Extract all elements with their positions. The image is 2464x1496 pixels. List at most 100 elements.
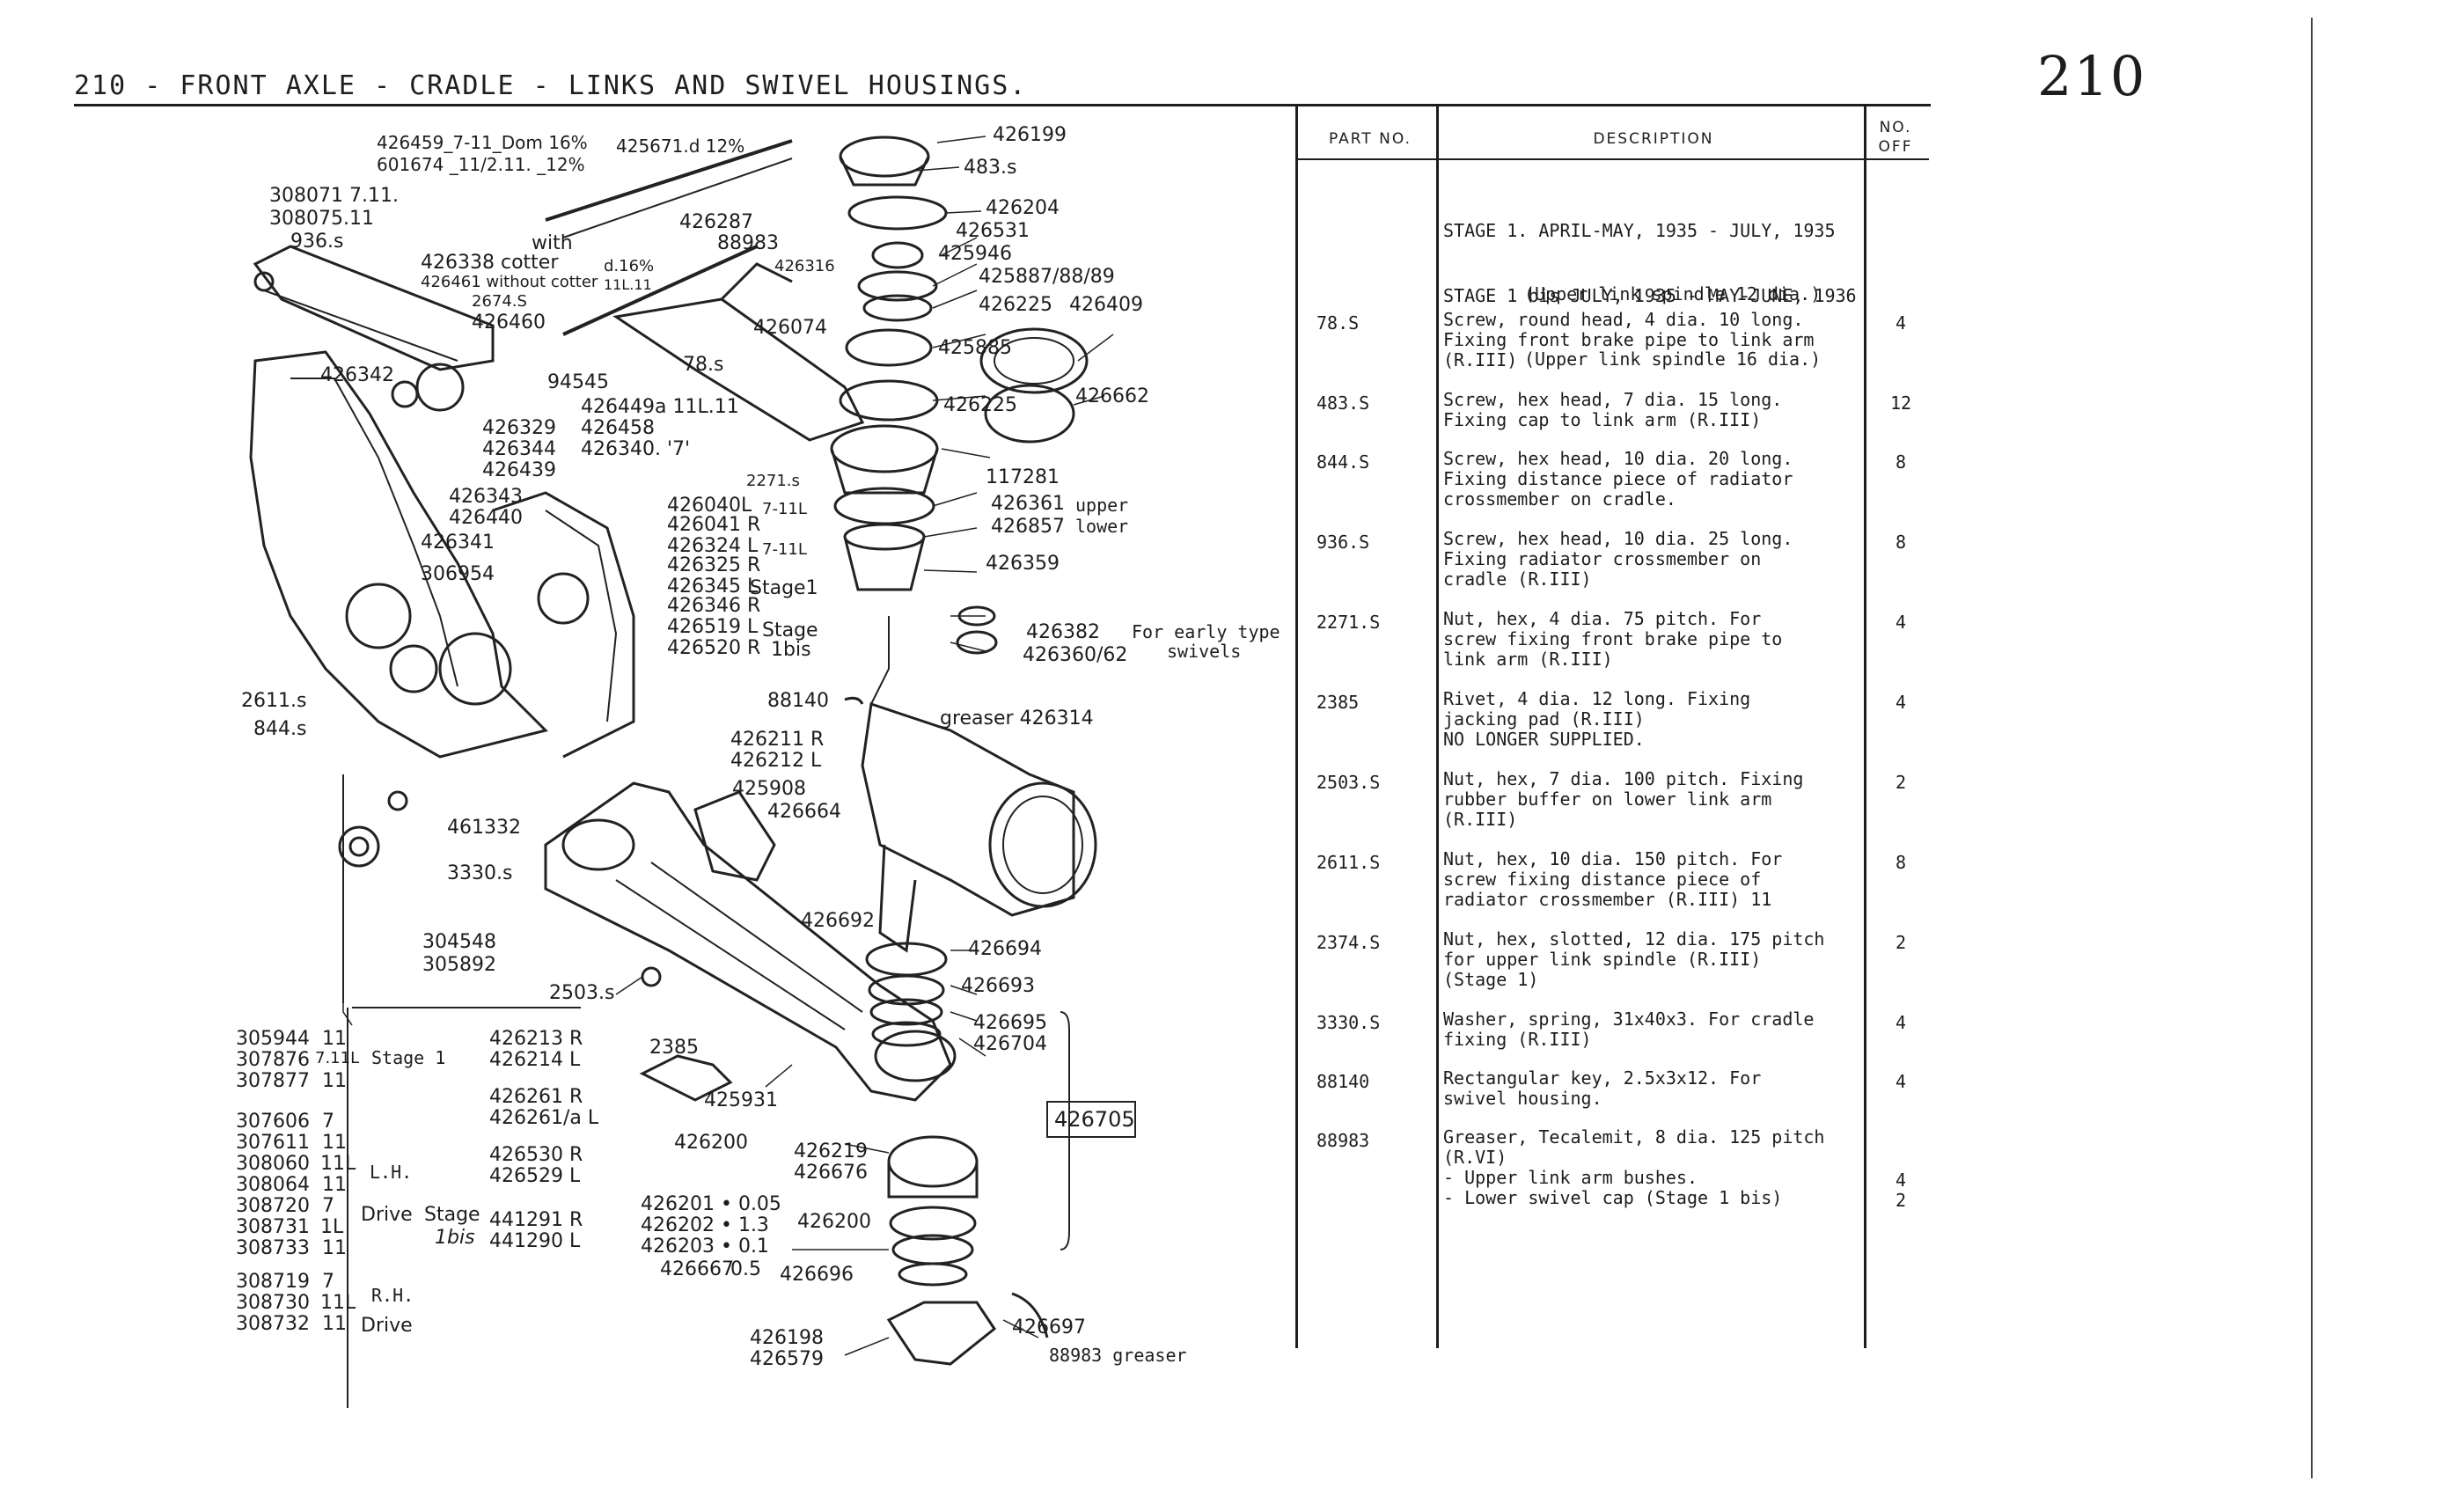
diagram-label: 426676 [794, 1162, 868, 1184]
diagram-label: 426324 L [667, 535, 759, 557]
diagram-label: 426345 L [667, 576, 759, 598]
diagram-label: Stage1 [750, 577, 818, 599]
part-number: 936.S [1316, 532, 1370, 553]
part-description: Screw, hex head, 10 dia. 20 long. Fixing… [1443, 448, 1793, 510]
part-quantity: 2 [1895, 932, 1907, 953]
diagram-label: Drive [361, 1204, 413, 1226]
diagram-label: 426346 R [667, 595, 761, 617]
diagram-label: 426695 [973, 1012, 1047, 1034]
page-title: 210 - FRONT AXLE - CRADLE - LINKS AND SW… [74, 70, 1028, 101]
page-edge-line [2311, 18, 2313, 1478]
upper-link [562, 245, 758, 336]
diagram-label: 426225 [979, 294, 1052, 316]
part-description: Nut, hex, 4 dia. 75 pitch. For screw fix… [1443, 608, 1783, 670]
bush-426662 [984, 384, 1075, 444]
diagram-label: 426667 [660, 1258, 734, 1280]
diagram-label: 426460 [472, 312, 546, 334]
part-number: 844.S [1316, 451, 1370, 473]
diagram-label: 308733 [236, 1237, 310, 1259]
diagram-label: 88983 greaser [1049, 1345, 1187, 1366]
diagram-label: 426531 [956, 220, 1030, 242]
diagram-label: 425931 [704, 1089, 778, 1111]
diagram-label: 426340. '7' [581, 438, 691, 460]
diagram-label: 426202 • 1.3 [641, 1214, 769, 1236]
diagram-label: 426201 • 0.05 [641, 1193, 781, 1215]
part-quantity: 12 [1889, 392, 1912, 414]
stage-1-line-2: (Upper link spindle 12 dia.) [1524, 283, 1822, 304]
diagram-label: For early type [1132, 621, 1280, 642]
bush-426409 [979, 327, 1089, 394]
diagram-label: L.H. [370, 1162, 413, 1183]
diagram-label: 426382 [1026, 621, 1100, 643]
part-description: Nut, hex, 10 dia. 150 pitch. For screw f… [1443, 848, 1783, 910]
diagram-label: 426040L [667, 495, 752, 517]
diagram-label: 426214 L [489, 1049, 581, 1071]
diagram-label: 426213 R [489, 1028, 583, 1050]
rubber-buffer [693, 790, 776, 882]
diagram-label: 426359 [986, 553, 1060, 575]
title-underline [74, 104, 1931, 106]
diagram-label: R.H. [371, 1285, 414, 1306]
tie-rod [545, 139, 793, 222]
diagram-label: 304548 [422, 931, 496, 953]
stage-1-line-1: STAGE 1. APRIL-MAY, 1935 - JULY, 1935 [1443, 220, 1836, 241]
part-number: 483.S [1316, 392, 1370, 414]
diagram-label: swivels [1167, 641, 1242, 662]
diagram-label: 426360/62 [1023, 644, 1128, 666]
diagram-label: 426341 [421, 532, 495, 554]
part-description: Screw, hex head, 7 dia. 15 long. Fixing … [1443, 389, 1783, 430]
diagram-label: 426439 [482, 459, 556, 481]
diagram-label: 1bis [771, 639, 811, 661]
diagram-label: 307876 [236, 1049, 310, 1071]
diagram-label: 426693 [961, 975, 1035, 997]
table-divider-desc [1864, 106, 1866, 1348]
diagram-label: 308731 [236, 1216, 310, 1238]
diagram-label: 88140 [767, 690, 829, 712]
diagram-label: 426664 [767, 801, 841, 823]
diagram-label: 11L [320, 1292, 356, 1314]
part-number: 2374.S [1316, 932, 1381, 953]
diagram-label: 426529 L [489, 1165, 581, 1187]
diagram-label: 426449a 11L.11 [581, 396, 739, 418]
page-number: 210 [2037, 44, 2147, 108]
part-number: 88983 [1316, 1130, 1370, 1151]
diagram-label: 425946 [938, 243, 1012, 265]
lower-cap [886, 1301, 997, 1366]
diagram-label: 11 [322, 1313, 347, 1335]
diagram-label: 426694 [968, 938, 1042, 960]
diagram-label: 425908 [732, 778, 806, 800]
diagram-label: 306954 [421, 563, 495, 585]
diagram-label: 11 [322, 1174, 347, 1196]
part-description: Nut, hex, 7 dia. 100 pitch. Fixing rubbe… [1443, 768, 1804, 830]
diagram-label: 426461 without cotter [421, 273, 598, 291]
diagram-label: 426697 [1012, 1316, 1086, 1338]
part-number: 78.S [1316, 312, 1360, 334]
diagram-label: 426662 [1075, 385, 1149, 407]
diagram-label: 2611.s [241, 690, 307, 712]
diagram-label: 426459_7-11_Dom 16% [377, 132, 588, 153]
diagram-label: 117281 [986, 466, 1060, 488]
diagram-label: 426530 R [489, 1144, 583, 1166]
exploded-axle-drawing [249, 136, 1136, 1408]
diagram-label: 11L [320, 1153, 356, 1175]
diagram-label: 426199 [993, 124, 1067, 146]
part-quantity: 4 [1895, 1071, 1907, 1092]
part-quantity: 4 [1895, 612, 1907, 633]
diagram-label: 308060 [236, 1153, 310, 1175]
stage-1bis-heading: STAGE 1 bis JULY, 1935 - MAY-JUNE, 1936 … [1443, 243, 1901, 412]
diagram-label: 426692 [801, 910, 875, 932]
diagram-label: 3330.s [447, 862, 513, 884]
part-description: Screw, hex head, 10 dia. 25 long. Fixing… [1443, 528, 1793, 590]
diagram-label: 426338 cotter [421, 252, 559, 274]
diagram-label: upper [1075, 495, 1129, 516]
part-number: 3330.S [1316, 1012, 1381, 1033]
part-quantity: 2 [1895, 772, 1907, 793]
diagram-label: 426211 R [730, 729, 825, 751]
header-description: DESCRIPTION [1593, 130, 1714, 148]
diagram-label: 11 [322, 1132, 347, 1154]
diagram-label: 2674.S [472, 292, 527, 311]
diagram-label: 307877 [236, 1070, 310, 1092]
diagram-label: 426344 [482, 438, 556, 460]
diagram-label: 7 [322, 1271, 334, 1293]
diagram-label: 426696 [780, 1264, 854, 1286]
